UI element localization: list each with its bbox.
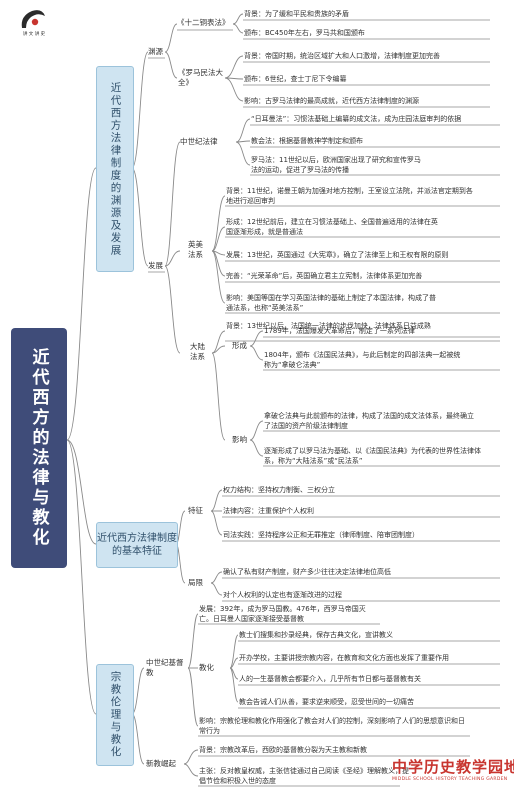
node-medieval-law[interactable]: 中世纪法律 (180, 137, 218, 146)
leaf-common-law-influence: 影响：美国等国在学习英国法律的基础上制定了本国法律，构成了普通法系，也称“英美法… (226, 294, 436, 312)
logo: 讲 文 讲 史 (18, 8, 48, 38)
leaf-civil-formation-1804: 1804年，颁布《法国民法典》，与此后制定的四部法典一起被统称为“拿破仑法典” (264, 351, 461, 369)
section-religious-ethics-title: 宗教伦理与教化 (109, 671, 122, 759)
leaf-roman-law-revival: 罗马法：11世纪以后，欧洲国家出现了研究和宣传罗马法的运动，促进了罗马法的传播 (251, 156, 421, 174)
section-basic-features[interactable]: 近代西方法律制度的基本特征 (96, 522, 178, 568)
watermark: 中学历史教学园地 MIDDLE SCHOOL HISTORY TEACHING … (392, 756, 514, 796)
leaf-church-teachings: 教会告诫人们从善，要求逆来顺受，忍受世间的一切痛苦 (239, 698, 414, 706)
leaf-corpus-influence: 影响：古罗马法律的最高成就，近代西方法律制度的渊源 (244, 97, 419, 105)
section-legal-origins[interactable]: 近代西方法律制度的渊源及发展 (96, 66, 134, 272)
leaf-civil-influence-system: 拿破仑法典与此前颁布的法律，构成了法国的成文法体系，最终确立了法国的资产阶级法律… (264, 412, 474, 430)
leaf-canon-law: 教会法：根据基督教神学制定和颁布 (251, 137, 363, 145)
leaf-clergy-preserve: 教士们搜集和抄录经典，保存古典文化，宣讲教义 (239, 631, 393, 639)
leaf-corpus-publish: 颁布：6世纪，查士丁尼下令编纂 (244, 75, 347, 83)
root-topic[interactable]: 近代西方的法律与教化 (11, 328, 67, 568)
node-medieval-christianity[interactable]: 中世纪基督教 (146, 658, 184, 677)
node-civil-formation[interactable]: 形成 (232, 341, 247, 350)
leaf-common-law-perfection: 完善：“光荣革命”后，英国确立君主立宪制，法律体系更加完善 (226, 272, 423, 280)
leaf-civil-formation-1789: 1789年，法国爆发大革命后，制定了一系列法律 (264, 327, 415, 335)
leaf-law-content: 法律内容：注重保护个人权利 (223, 507, 314, 515)
leaf-christianity-development: 发展：392年，成为罗马国教。476年，西罗马帝国灭亡。日耳曼人国家逐渐接受基督… (199, 605, 366, 623)
leaf-corpus-background: 背景：帝国时期，统治区域扩大和人口激增，法律制度更加完善 (244, 52, 440, 60)
leaf-church-lifecycle: 人的一生基督教会都要介入，几乎所有节日都与基督教有关 (239, 675, 421, 683)
watermark-subtitle: MIDDLE SCHOOL HISTORY TEACHING GARDEN (392, 777, 508, 782)
node-limitations[interactable]: 局限 (188, 578, 203, 587)
leaf-civil-influence-world: 逐渐形成了以罗马法为基础、以《法国民法典》为代表的世界性法律体系，称为“大陆法系… (264, 447, 481, 465)
node-twelve-tables[interactable]: 《十二铜表法》 (177, 18, 230, 27)
node-common-law[interactable]: 英美法系 (188, 240, 203, 259)
leaf-judicial-practice: 司法实践：坚持程序公正和无罪推定（律师制度、陪审团制度） (223, 531, 419, 539)
leaf-common-law-background: 背景：11世纪，诺曼王朝为加强对地方控制，王室设立法院，并派法官定期到各地进行巡… (226, 187, 473, 205)
root-title: 近代西方的法律与教化 (28, 348, 49, 548)
node-protestant-rise[interactable]: 新教崛起 (146, 759, 176, 768)
node-civil-law[interactable]: 大陆法系 (190, 342, 205, 361)
leaf-private-property: 确认了私有财产制度，财产多少往往决定法律地位高低 (223, 568, 391, 576)
section-religious-ethics[interactable]: 宗教伦理与教化 (96, 664, 134, 766)
leaf-power-structure: 权力结构：坚持权力制衡、三权分立 (223, 486, 335, 494)
section-basic-features-title: 近代西方法律制度的基本特征 (97, 533, 177, 557)
node-yuanyuan[interactable]: 渊源 (148, 47, 163, 56)
leaf-civil-law-background: 背景：13世纪以后，法国统一法律的步伐加快，法律体系日益成熟 (226, 322, 431, 330)
watermark-title: 中学历史教学园地 (392, 758, 514, 776)
node-corpus-juris[interactable]: 《罗马民法大全》 (178, 68, 223, 87)
section-legal-origins-title: 近代西方法律制度的渊源及发展 (109, 81, 122, 257)
leaf-schools: 开办学校，主要讲授宗教内容，在教育和文化方面也发挥了重要作用 (239, 654, 449, 662)
leaf-common-law-formation: 形成：12世纪前后，建立在习惯法基础上、全国普遍适用的法律在英国逐渐形成，就是普… (226, 218, 438, 236)
leaf-individual-rights: 对个人权利的认定也有逐渐改进的过程 (223, 591, 342, 599)
leaf-protestant-claims: 主张：反对教皇权威，主张信徒通过自己阅读《圣经》理解教义，提倡节俭和积极入世的态… (199, 767, 409, 785)
leaf-twelve-tables-background: 背景：为了缓和平民和贵族的矛盾 (244, 10, 349, 18)
node-education[interactable]: 教化 (199, 663, 214, 672)
leaf-twelve-tables-publish: 颁布：BC450年左右，罗马共和国颁布 (244, 29, 365, 37)
leaf-reformation-background: 背景：宗教改革后，西欧的基督教分裂为天主教和新教 (199, 746, 367, 754)
logo-caption: 讲 文 讲 史 (22, 32, 46, 37)
leaf-germanic-law: “日耳曼法”：习惯法基础上编纂的成文法，成为庄园法庭审判的依据 (251, 115, 462, 123)
leaf-ethics-influence: 影响：宗教伦理和教化作用强化了教会对人们的控制，深刻影响了人们的思想意识和日常行… (199, 717, 465, 735)
node-fazhan[interactable]: 发展 (148, 261, 163, 270)
logo-emblem-icon (21, 10, 45, 28)
leaf-common-law-development: 发展：13世纪，英国通过《大宪章》，确立了法律至上和王权有限的原则 (226, 251, 449, 259)
node-civil-influence[interactable]: 影响 (232, 435, 247, 444)
node-features[interactable]: 特征 (188, 506, 203, 515)
